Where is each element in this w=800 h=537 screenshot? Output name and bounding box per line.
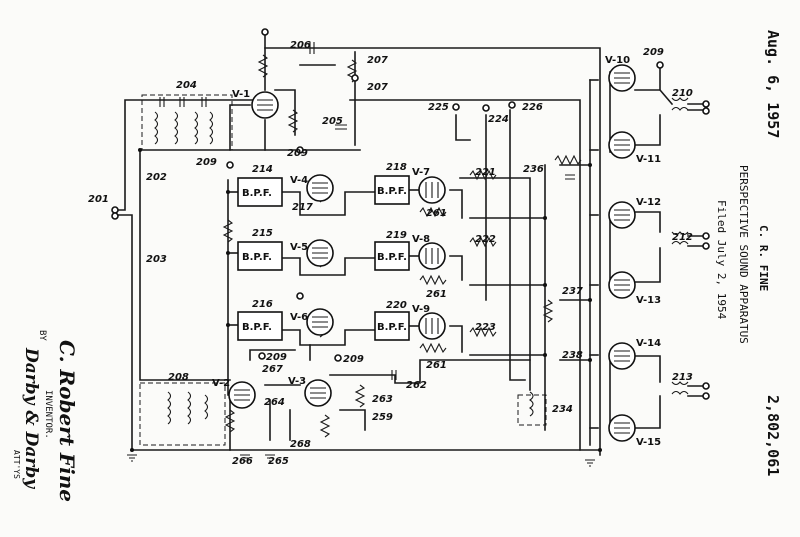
- label-v14: V-14: [636, 338, 661, 349]
- tube-labels: V-1 V-4 V-5 V-6 V-7 V-8 V-9 V-2 V-3 V-10…: [212, 55, 661, 448]
- ref-261-a: 261: [426, 208, 447, 219]
- by-label: BY: [37, 330, 47, 341]
- label-v13: V-13: [636, 295, 661, 306]
- ref-268: 268: [290, 439, 311, 450]
- coil-enclosure-234: [517, 394, 547, 426]
- ref-221: 221: [475, 167, 496, 178]
- ref-205: 205: [322, 116, 343, 127]
- ref-263: 263: [372, 394, 393, 405]
- bpf-214-label: B.P.F.: [242, 188, 272, 199]
- bpf-215-label: B.P.F.: [242, 252, 272, 263]
- label-v5: V-5: [290, 242, 308, 253]
- ref-209-e: 209: [643, 47, 664, 58]
- label-v1: V-1: [232, 89, 250, 100]
- ref-209-c: 209: [266, 352, 287, 363]
- ref-204: 204: [176, 80, 197, 91]
- patent-date: Aug. 6, 1957: [764, 30, 782, 138]
- ref-208: 208: [168, 372, 189, 383]
- label-v3: V-3: [288, 376, 306, 387]
- inventor-label: INVENTOR.: [43, 390, 53, 439]
- ref-225: 225: [428, 102, 449, 113]
- terminals: [111, 28, 710, 400]
- ground-symbols: [127, 454, 595, 467]
- bpf-220-label: B.P.F.: [377, 322, 407, 333]
- ref-265: 265: [268, 456, 289, 467]
- patent-number: 2,802,061: [764, 395, 782, 476]
- bandpass-filter-boxes: B.P.F. B.P.F. B.P.F. B.P.F. B.P.F. B.P.F…: [237, 175, 410, 341]
- attorney-signature: Darby & Darby: [21, 347, 41, 489]
- ref-234: 234: [552, 404, 573, 415]
- ref-237: 237: [562, 286, 583, 297]
- ref-210: 210: [672, 88, 693, 99]
- capacitors: [159, 42, 575, 380]
- output-wiring: [589, 67, 706, 433]
- ref-207-b: 207: [367, 82, 388, 93]
- label-v12: V-12: [636, 197, 661, 208]
- ref-206: 206: [290, 40, 311, 51]
- ref-209-d: 209: [343, 354, 364, 365]
- ref-209-b: 209: [287, 148, 308, 159]
- label-v2: V-2: [212, 378, 230, 389]
- filter-enclosure-208: [139, 382, 226, 446]
- ref-215: 215: [252, 228, 273, 239]
- ref-207-a: 207: [367, 55, 388, 66]
- ref-224: 224: [488, 114, 509, 125]
- ref-217: 217: [292, 202, 313, 213]
- bpf-216-label: B.P.F.: [242, 322, 272, 333]
- ref-216: 216: [252, 299, 273, 310]
- ref-264: 264: [264, 397, 285, 408]
- ref-236: 236: [523, 164, 544, 175]
- label-v6: V-6: [290, 312, 308, 323]
- patent-title: PERSPECTIVE SOUND APPARATUS: [737, 165, 750, 344]
- ref-261-b: 261: [426, 289, 447, 300]
- ref-212: 212: [672, 232, 693, 243]
- ref-226: 226: [522, 102, 543, 113]
- label-v4: V-4: [290, 175, 308, 186]
- bus-wiring: [117, 34, 601, 456]
- ref-223: 223: [475, 322, 496, 333]
- patent-inventor-header: C. R. FINE: [757, 225, 770, 291]
- junctions: [130, 98, 602, 452]
- attys-label: ATT'YS: [12, 450, 21, 479]
- ref-262: 262: [406, 380, 427, 391]
- ref-219: 219: [386, 230, 407, 241]
- bpf-219-label: B.P.F.: [377, 252, 407, 263]
- signature-block: C. Robert Fine INVENTOR. BY Darby & Darb…: [12, 330, 79, 502]
- label-v15: V-15: [636, 437, 661, 448]
- reference-numerals: 201 202 203 204 205 206 207 207 208 209 …: [88, 40, 693, 467]
- vacuum-tubes: [228, 64, 636, 442]
- ref-222: 222: [475, 234, 496, 245]
- ref-203: 203: [146, 254, 167, 265]
- bpf-218-label: B.P.F.: [377, 186, 407, 197]
- ref-261-c: 261: [426, 360, 447, 371]
- ref-238: 238: [562, 350, 583, 361]
- ref-266: 266: [232, 456, 253, 467]
- inductors: [154, 97, 689, 425]
- label-v8: V-8: [412, 234, 430, 245]
- patent-filed: Filed July 2, 1954: [715, 200, 728, 320]
- ref-214: 214: [252, 164, 273, 175]
- ref-209-a: 209: [196, 157, 217, 168]
- ref-267: 267: [262, 364, 283, 375]
- label-v11: V-11: [636, 154, 661, 165]
- patent-header: Aug. 6, 1957 C. R. FINE PERSPECTIVE SOUN…: [715, 30, 782, 476]
- inventor-signature: C. Robert Fine: [55, 340, 79, 502]
- filter-enclosure-204: [141, 94, 233, 151]
- ref-220: 220: [386, 300, 407, 311]
- label-v10: V-10: [605, 55, 630, 66]
- label-v9: V-9: [412, 304, 430, 315]
- ref-202: 202: [146, 172, 167, 183]
- ref-218: 218: [386, 162, 407, 173]
- label-v7: V-7: [412, 167, 430, 178]
- ref-213: 213: [672, 372, 693, 383]
- ref-259: 259: [372, 412, 393, 423]
- ref-201: 201: [88, 194, 109, 205]
